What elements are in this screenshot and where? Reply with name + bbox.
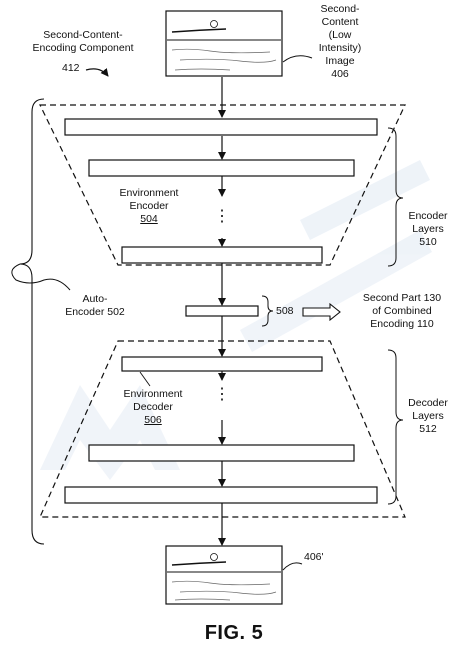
input-image-leader <box>282 55 313 63</box>
environment-encoder-label: Environment Encoder 504 <box>119 187 179 225</box>
encoder-layers-label: Encoder Layers 510 <box>408 210 448 248</box>
decoder-layer-1 <box>121 356 323 372</box>
figure-caption: FIG. 5 <box>204 622 264 644</box>
output-image-leader <box>282 562 303 571</box>
decoder-ellipsis: ⋮ <box>214 386 230 403</box>
encoder-layers-brace <box>387 127 404 267</box>
environment-decoder-leader <box>139 371 151 387</box>
output-image-thumbnail <box>165 545 283 605</box>
encoder-ellipsis: ⋮ <box>214 208 230 225</box>
encoding-bottleneck <box>185 305 259 317</box>
auto-encoder-brace <box>19 98 45 545</box>
decoder-layers-outline <box>39 340 406 518</box>
encoding-ref-label: 508 <box>276 305 294 317</box>
watermark <box>40 160 432 480</box>
decoder-layers-label: Decoder Layers 512 <box>408 397 448 435</box>
input-image-thumbnail <box>165 10 283 77</box>
encoder-layer-2 <box>88 159 355 177</box>
encoding-output-arrow <box>302 302 341 322</box>
component-ref-label: 412 <box>62 62 80 74</box>
decoder-layer-2 <box>88 444 355 462</box>
environment-decoder-label: Environment Decoder 506 <box>123 388 183 426</box>
input-image-label: Second- Content (Low Intensity) Image 40… <box>318 3 362 80</box>
decoder-layers-brace <box>387 349 404 505</box>
auto-encoder-leader <box>11 263 71 291</box>
component-ref-arrow <box>85 68 109 77</box>
encoder-layer-1 <box>64 118 378 136</box>
second-content-encoding-component-label: Second-Content- Encoding Component <box>32 29 134 54</box>
auto-encoder-label: Auto- Encoder 502 <box>65 293 125 318</box>
encoding-brace <box>261 295 274 327</box>
decoder-layer-3 <box>64 486 378 504</box>
second-part-label: Second Part 130 of Combined Encoding 110 <box>362 292 442 330</box>
encoder-layer-3 <box>121 246 323 264</box>
encoder-layers-outline <box>39 104 406 266</box>
output-image-ref-label: 406' <box>304 551 324 563</box>
